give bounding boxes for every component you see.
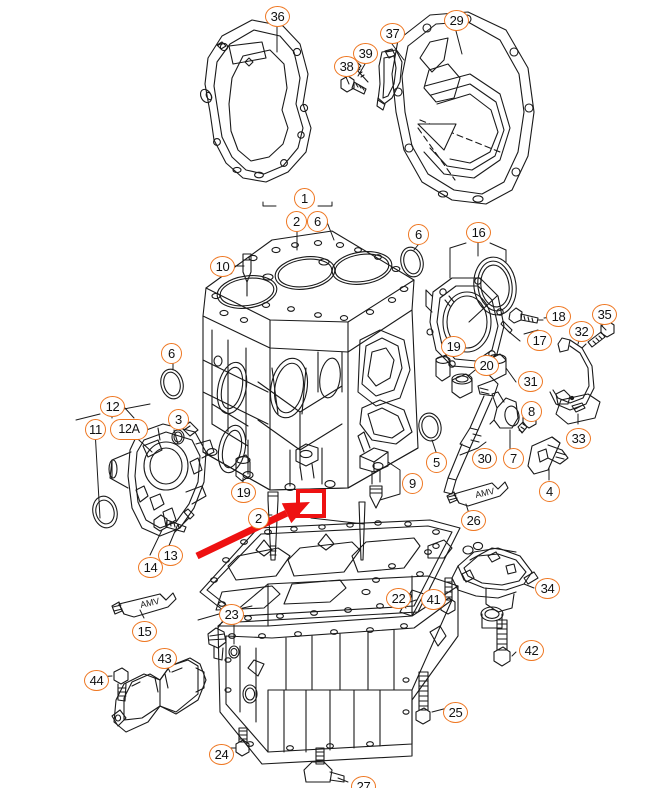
callout-25[interactable]: 25 (443, 702, 468, 723)
part-11-seal-ring (92, 495, 118, 529)
callout-6[interactable]: 6 (307, 211, 328, 232)
part-23-drain-plug (207, 627, 227, 661)
callout-30[interactable]: 30 (472, 448, 497, 469)
part-29-sealing-flange (391, 11, 535, 205)
part-37-guide-rail (376, 48, 403, 111)
part-20-bushing (451, 373, 473, 399)
part-12-oil-pump (108, 421, 215, 537)
part-16-crank-seal (473, 256, 517, 316)
callout-1[interactable]: 1 (294, 188, 315, 209)
part-36-gasket (199, 19, 312, 183)
callout-27[interactable]: 27 (351, 776, 376, 788)
part-18-bolt (508, 307, 544, 324)
callout-41[interactable]: 41 (421, 589, 446, 610)
part-6-o-ring-lower (160, 368, 184, 400)
callout-24[interactable]: 24 (209, 744, 234, 765)
part-6-o-ring-upper (400, 246, 424, 278)
part-15-sealant-tube: AMV (111, 592, 177, 618)
callout-23[interactable]: 23 (219, 604, 244, 625)
part-34-oil-pickup (451, 541, 539, 629)
callout-26[interactable]: 26 (461, 510, 486, 531)
callout-44[interactable]: 44 (84, 670, 109, 691)
callout-15[interactable]: 15 (132, 621, 157, 642)
callout-10[interactable]: 10 (210, 256, 235, 277)
part-30-dipstick-tube (443, 379, 499, 495)
part-1-cylinder-block (202, 230, 419, 491)
part-17-dowel (500, 320, 521, 342)
callout-2[interactable]: 2 (248, 508, 269, 529)
callout-14[interactable]: 14 (138, 557, 163, 578)
part-44-bolt (113, 667, 129, 702)
callout-36[interactable]: 36 (265, 6, 290, 27)
part-19-sleeve-left (235, 454, 251, 482)
callout-37[interactable]: 37 (380, 23, 405, 44)
callout-3[interactable]: 3 (168, 409, 189, 430)
part-23-seal-washer (228, 645, 240, 659)
callout-19[interactable]: 19 (441, 336, 466, 357)
callout-22[interactable]: 22 (386, 588, 411, 609)
callout-18[interactable]: 18 (546, 306, 571, 327)
callout-32[interactable]: 32 (569, 321, 594, 342)
callout-29[interactable]: 29 (444, 10, 469, 31)
callout-39[interactable]: 39 (353, 43, 378, 64)
callout-34[interactable]: 34 (535, 578, 560, 599)
part-13-pin (174, 508, 195, 533)
callout-12[interactable]: 12 (100, 396, 125, 417)
callout-6[interactable]: 6 (408, 224, 429, 245)
part-2-long-bolt-right (358, 501, 366, 561)
callout-6[interactable]: 6 (161, 343, 182, 364)
part-27-oil-level-sensor (303, 747, 345, 783)
callout-5[interactable]: 5 (426, 452, 447, 473)
svg-text:AMV: AMV (474, 486, 495, 500)
callout-19[interactable]: 19 (231, 482, 256, 503)
part-41-bolt (440, 577, 456, 615)
part-5-o-ring (418, 412, 442, 442)
callout-2[interactable]: 2 (286, 211, 307, 232)
callout-20[interactable]: 20 (474, 355, 499, 376)
callout-7[interactable]: 7 (503, 448, 524, 469)
part-25-bolt (415, 671, 431, 725)
part-34-bracket-left (427, 539, 453, 559)
callout-12a[interactable]: 12A (110, 419, 148, 440)
part-9-spray-nozzle (357, 431, 389, 485)
part-9-bolt (369, 485, 383, 509)
callout-11[interactable]: 11 (85, 419, 106, 440)
part-33-cover-plate (555, 393, 601, 425)
callout-8[interactable]: 8 (521, 401, 542, 422)
callout-43[interactable]: 43 (152, 648, 177, 669)
callout-31[interactable]: 31 (518, 371, 543, 392)
part-7-sensor (489, 391, 520, 429)
callout-9[interactable]: 9 (402, 473, 423, 494)
callout-33[interactable]: 33 (566, 428, 591, 449)
callout-16[interactable]: 16 (466, 222, 491, 243)
highlight-box-part-2 (296, 489, 326, 518)
callout-42[interactable]: 42 (519, 640, 544, 661)
part-24-bolt (235, 727, 250, 757)
part-26-sealant-tube: AMV (446, 481, 509, 507)
callout-4[interactable]: 4 (539, 481, 560, 502)
callout-35[interactable]: 35 (592, 304, 617, 325)
part-32-bracket (549, 337, 595, 411)
callout-17[interactable]: 17 (527, 330, 552, 351)
part-10-dowel-pin (242, 253, 252, 297)
part-16-rear-seal-housing (425, 277, 505, 369)
callout-13[interactable]: 13 (158, 545, 183, 566)
callout-38[interactable]: 38 (334, 56, 359, 77)
svg-text:AMV: AMV (139, 596, 160, 610)
part-4-sensor (527, 436, 569, 475)
